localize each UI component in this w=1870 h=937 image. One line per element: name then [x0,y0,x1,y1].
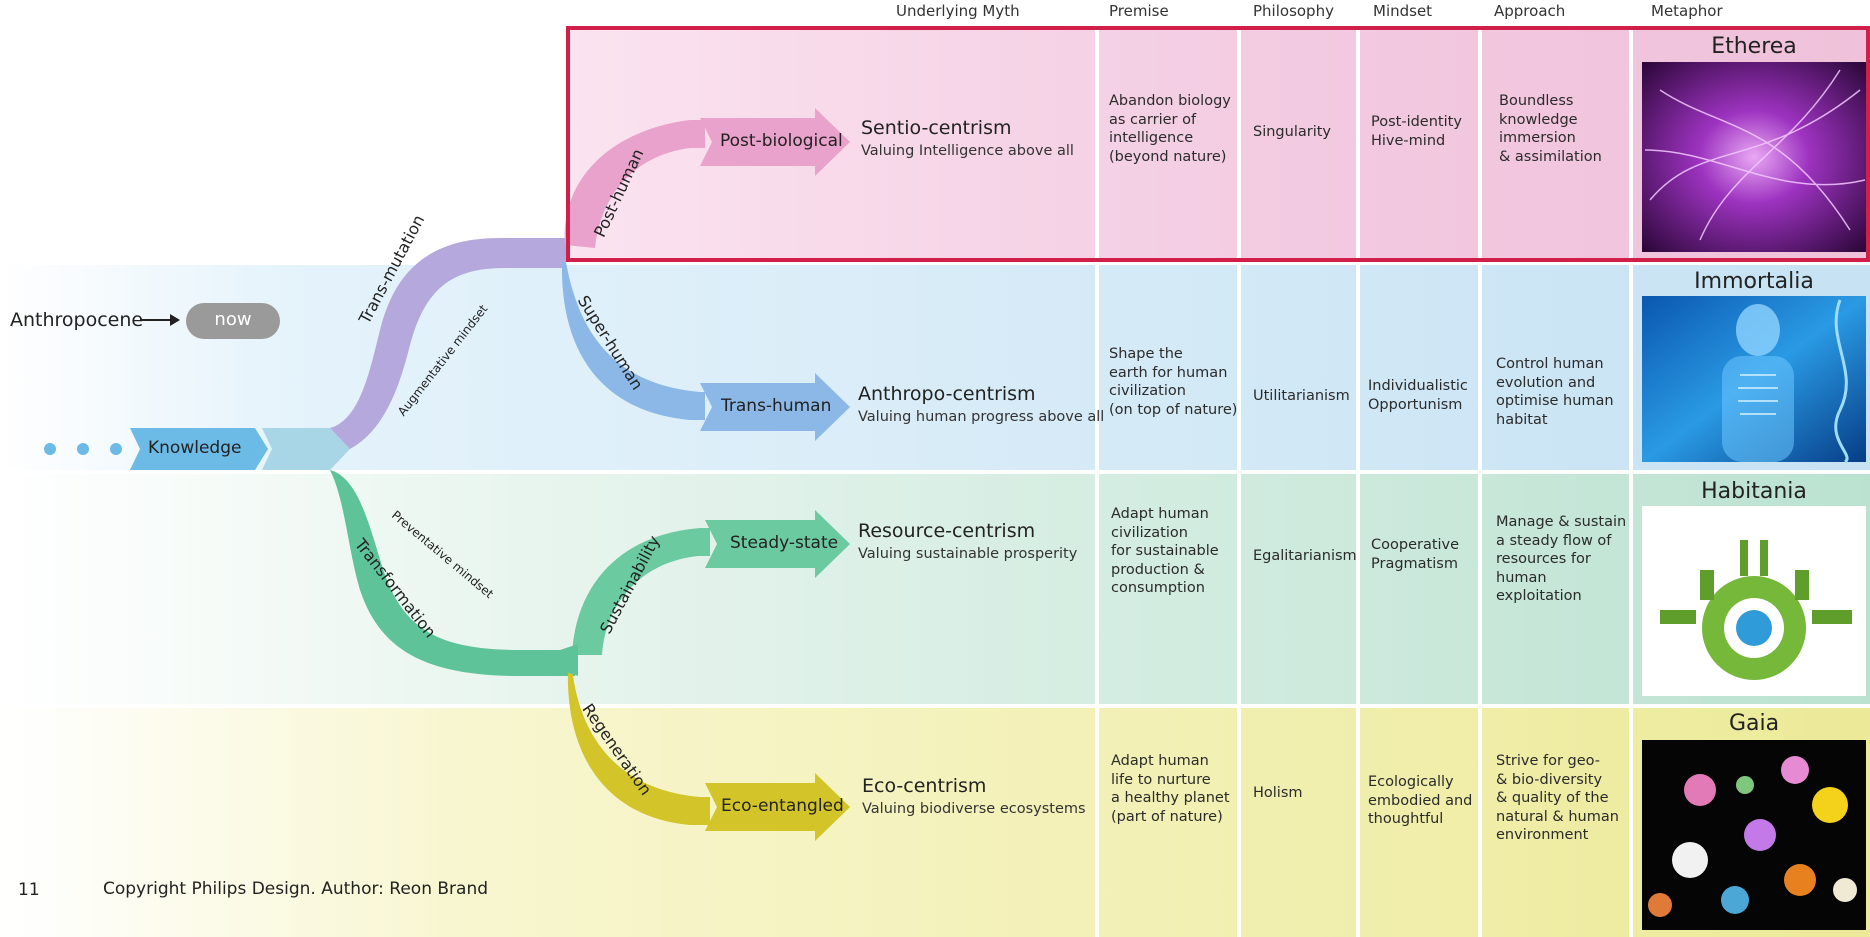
arrow-label-trans-human: Trans-human [721,396,832,416]
header-philosophy: Philosophy [1253,2,1334,20]
header-metaphor: Metaphor [1651,2,1723,20]
knowledge-label: Knowledge [148,438,242,458]
header-mindset: Mindset [1373,2,1433,20]
mindset-cell-1: Individualistic Opportunism [1368,378,1468,413]
metaphor-title-etherea: Etherea [1711,34,1797,59]
arrow-label-post-biological: Post-biological [720,131,843,151]
philosophy-cell-0: Singularity [1253,124,1331,140]
myth-name-anthropo-centrism: Anthropo-centrism [858,383,1036,405]
myth-name-sentio-centrism: Sentio-centrism [861,117,1012,139]
myth-sub-anthropo-centrism: Valuing human progress above all [858,409,1105,425]
myth-sub-eco-centrism: Valuing biodiverse ecosystems [862,801,1086,817]
header-underlying-myth: Underlying Myth [896,2,1020,20]
premise-cell-3: Adapt human life to nurture a healthy pl… [1111,753,1230,825]
now-badge: now [214,309,252,330]
approach-cell-3: Strive for geo- & bio-diversity & qualit… [1496,753,1619,844]
premise-cell-0: Abandon biology as carrier of intelligen… [1109,93,1231,165]
anthropocene-label: Anthropocene [10,309,144,331]
philosophy-cell-1: Utilitarianism [1253,388,1350,404]
mindset-cell-0: Post-identity Hive-mind [1371,114,1462,149]
approach-cell-1: Control human evolution and optimise hum… [1496,356,1614,428]
metaphor-title-immortalia: Immortalia [1694,269,1814,294]
mindset-cell-3: Ecologically embodied and thoughtful [1368,774,1473,828]
page-number: 11 [18,880,40,900]
header-approach: Approach [1494,2,1566,20]
myth-sub-resource-centrism: Valuing sustainable prosperity [858,546,1078,562]
approach-cell-2: Manage & sustain a steady flow of resour… [1496,514,1627,605]
myth-sub-sentio-centrism: Valuing Intelligence above all [861,143,1074,159]
header-premise: Premise [1109,2,1169,20]
copyright-text: Copyright Philips Design. Author: Reon B… [103,879,489,899]
premise-cell-1: Shape the earth for human civilization (… [1109,346,1238,418]
arrow-label-steady-state: Steady-state [730,533,839,553]
mindset-cell-2: Cooperative Pragmatism [1371,537,1460,572]
approach-cell-0: Boundless knowledge immersion & assimila… [1499,93,1602,165]
arrow-label-eco-entangled: Eco-entangled [721,796,844,816]
philosophy-cell-2: Egalitarianism [1253,548,1357,564]
metaphor-title-gaia: Gaia [1728,711,1780,736]
myth-name-eco-centrism: Eco-centrism [862,775,987,797]
philosophy-cell-3: Holism [1253,785,1303,801]
myth-name-resource-centrism: Resource-centrism [858,520,1036,542]
metaphor-title-habitania: Habitania [1701,479,1807,504]
premise-cell-2: Adapt human civilization for sustainable… [1111,506,1219,597]
